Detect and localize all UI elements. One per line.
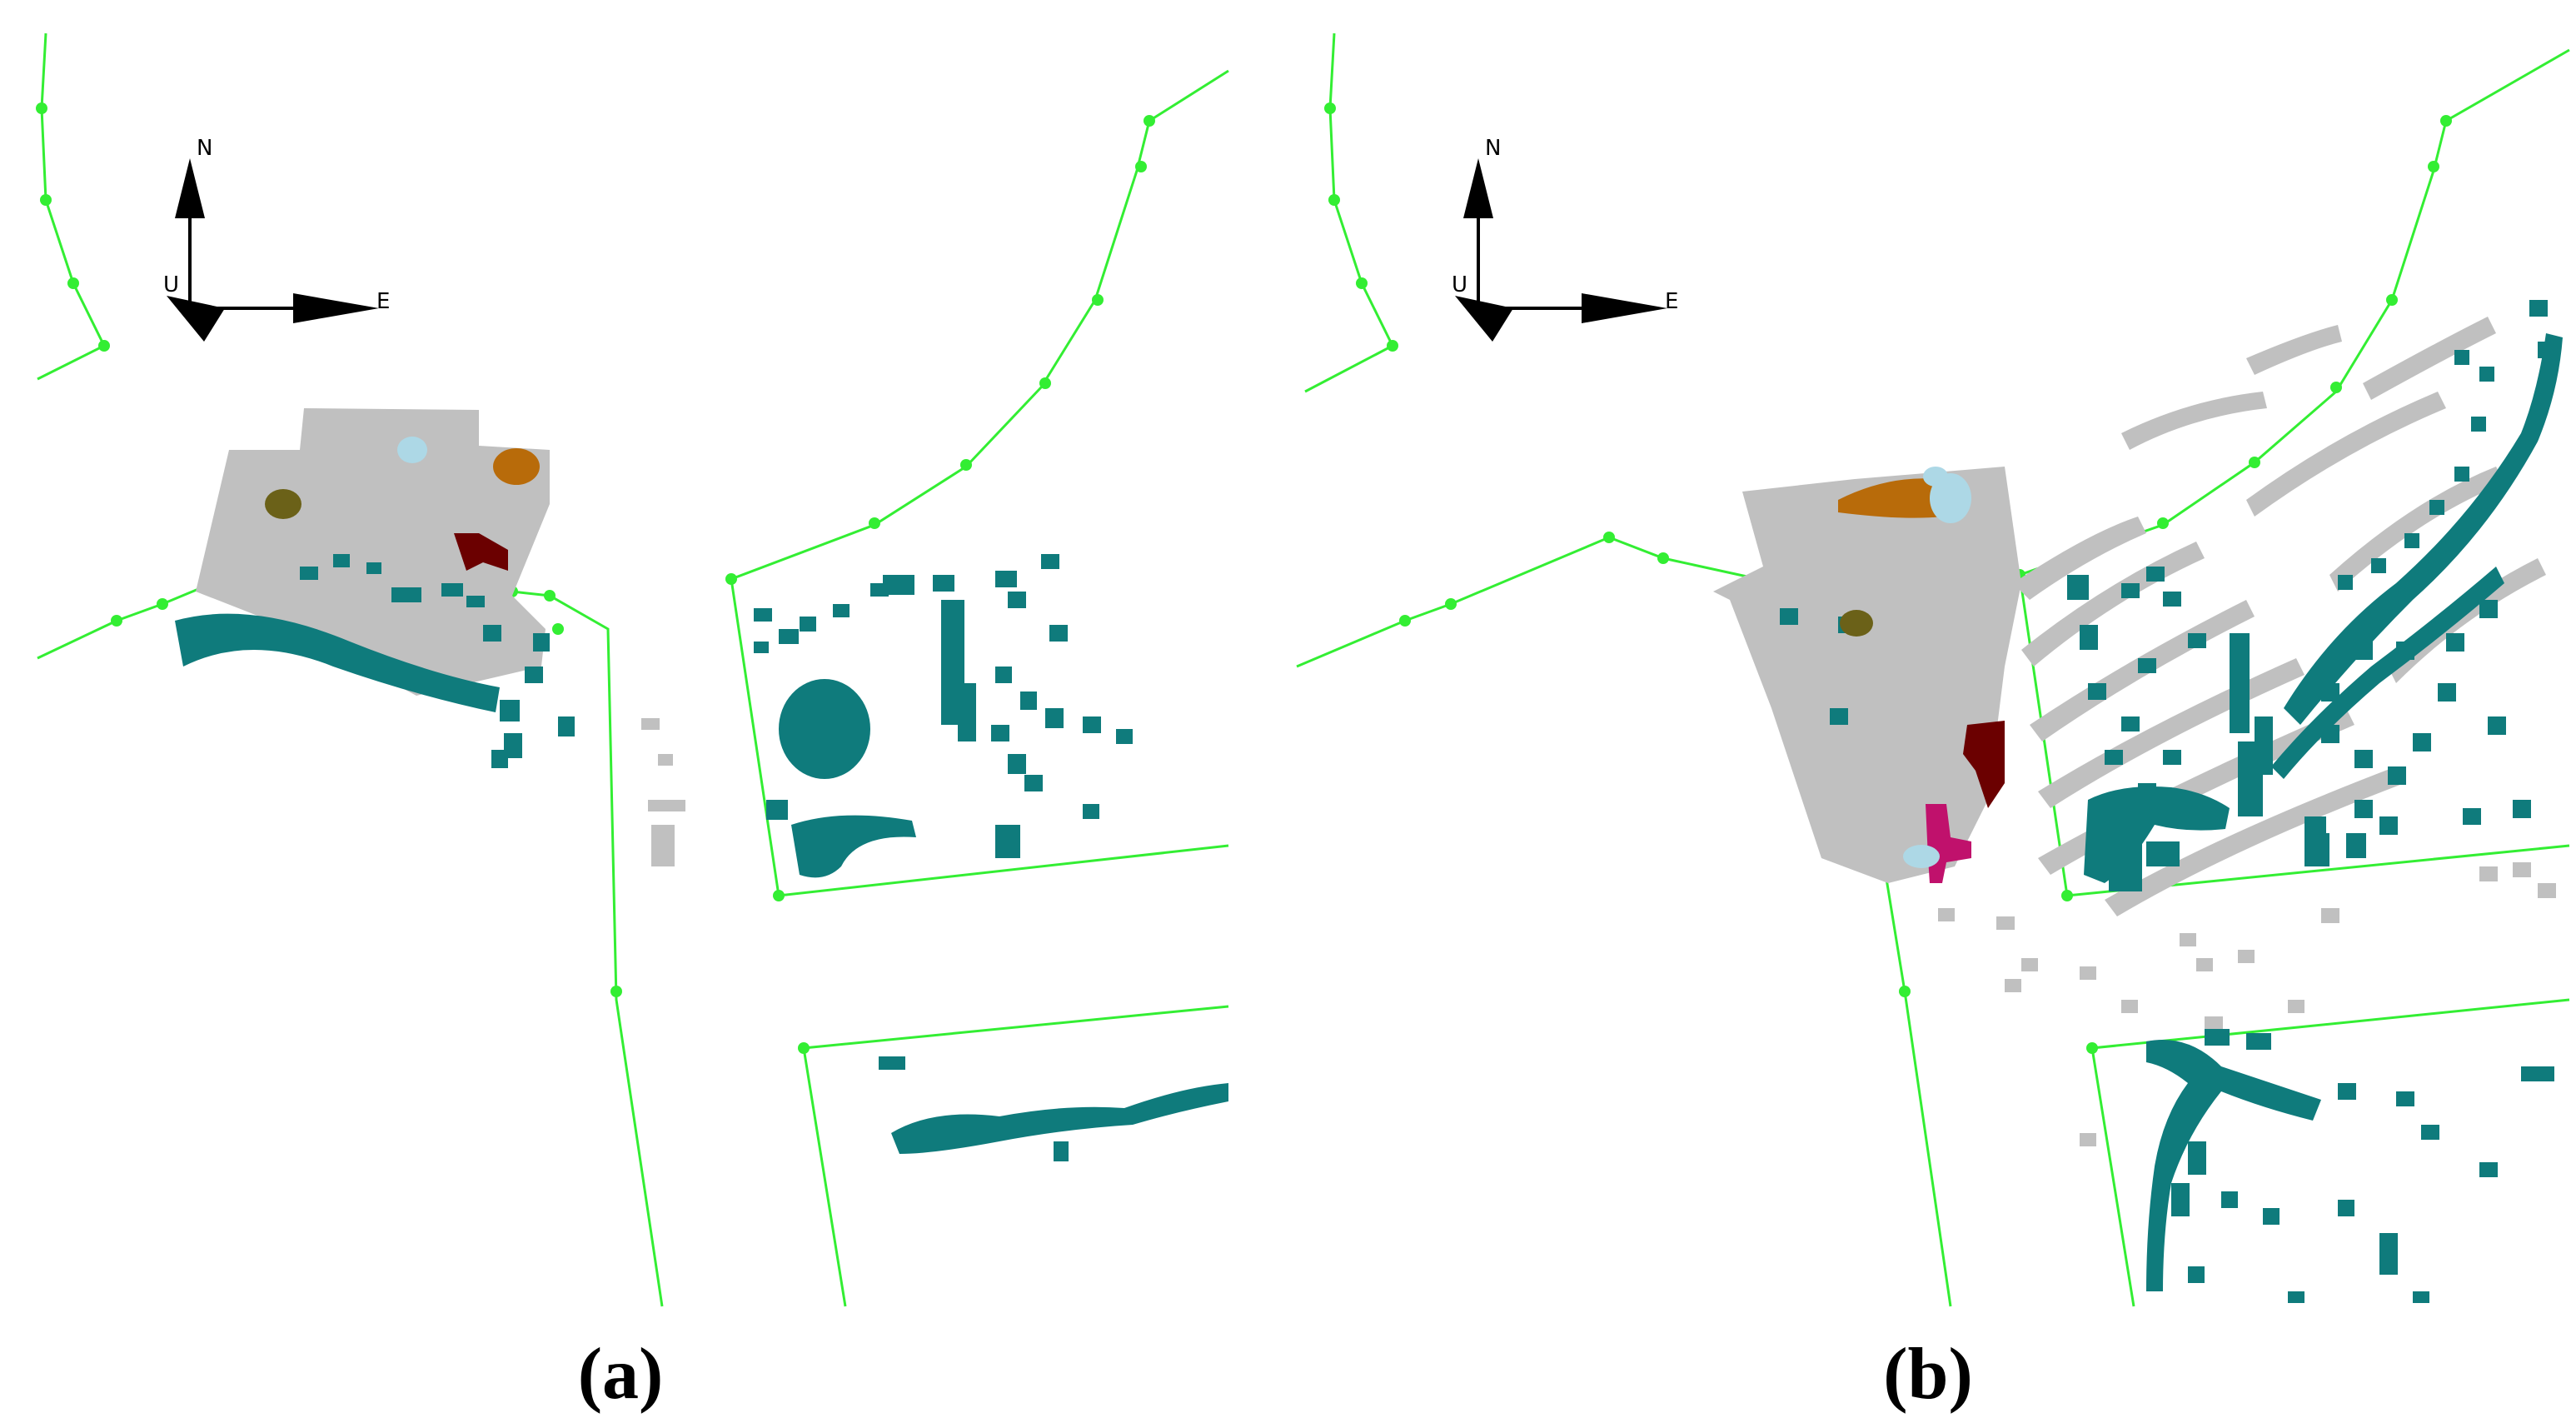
- olive-object: [265, 489, 301, 519]
- tree-points: [1780, 300, 2563, 1303]
- dark-red-object: [454, 533, 508, 571]
- compass-icon: N E U: [163, 136, 390, 342]
- east-label: E: [376, 289, 390, 314]
- object-classes: [1838, 467, 2005, 883]
- dark-red-object: [1963, 721, 2005, 808]
- caption-a: (a): [577, 1334, 664, 1415]
- compass-icon: N E U: [1452, 136, 1678, 342]
- up-label: U: [163, 272, 179, 297]
- light-blue-object-low: [1903, 845, 1940, 868]
- caption-b: (b): [1883, 1334, 1973, 1415]
- light-blue-object: [397, 437, 427, 463]
- light-blue-object-small: [1923, 467, 1948, 487]
- tree-points: [175, 554, 1228, 1161]
- north-label: N: [1485, 136, 1501, 161]
- map-canvas-a: N E U: [36, 32, 1229, 1307]
- up-label: U: [1452, 272, 1467, 297]
- magenta-object: [1926, 804, 1971, 883]
- east-label: E: [1665, 289, 1678, 314]
- object-classes: [265, 437, 540, 571]
- north-label: N: [197, 136, 212, 161]
- olive-object: [1840, 610, 1873, 637]
- panel-b: N E U: [1288, 0, 2576, 1423]
- orange-object: [1838, 478, 1942, 518]
- map-canvas-b: N E U: [1296, 32, 2570, 1307]
- orange-object: [493, 448, 540, 485]
- panel-a: N E U: [36, 32, 1229, 1415]
